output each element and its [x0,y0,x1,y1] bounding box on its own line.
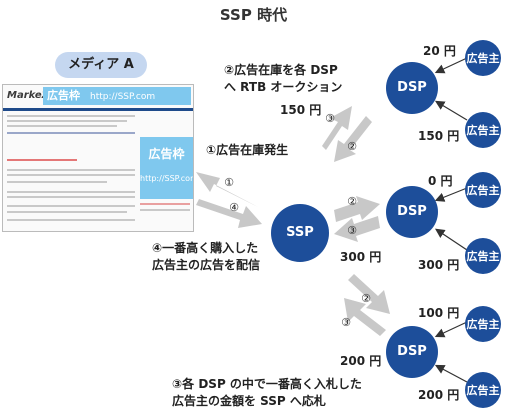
side-ad-text: 広告枠 [148,147,185,161]
step-2-note: ②広告在庫を各 DSP へ RTB オークション [224,63,343,94]
text-line [7,125,117,127]
bid-arrow [434,321,468,338]
advertiser-bid-price: 20 円 [423,44,456,58]
media-label: メディア A [55,52,147,78]
step-1-note: ①広告在庫発生 [206,143,289,157]
dsp-node-1: DSP [386,62,438,114]
text-line [7,115,135,117]
block-arrow [348,274,390,314]
advertiser-bid-price: 150 円 [418,129,460,143]
text-line [140,209,190,211]
media-page-mock: MarkeZine 広告枠 http://SSP.com 広告枠 http://S… [2,84,194,232]
banner-ad-slot: 広告枠 http://SSP.com [43,87,191,105]
ssp-node: SSP [271,204,329,262]
block-arrow [334,216,380,242]
text-line [7,211,127,213]
text-line [7,196,135,198]
block-arrow [196,199,262,228]
step-4-note: ④一番高く購入した 広告主の広告を配信 [152,241,261,272]
advertiser-bid-price: 0 円 [428,174,453,188]
bid-arrow [434,364,468,383]
side-ad-url: http://SSP.com [140,174,194,183]
block-arrow [334,116,372,162]
marker-3: ③ [347,224,357,237]
bid-arrow [434,100,468,121]
dsp-bid-price: 150 円 [280,103,322,117]
text-line [7,169,135,171]
bid-arrow [435,228,468,251]
media-nav-bar [3,108,193,111]
text-line [7,205,135,207]
advertiser-node: 広告主 [465,172,501,208]
block-arrow [196,172,262,209]
marker-1: ① [224,176,234,189]
text-line [7,219,135,221]
block-arrow [344,298,386,336]
bid-arrow [434,187,468,202]
marker-2: ② [361,292,371,305]
marker-2: ② [347,140,357,153]
text-line [7,181,107,183]
bid-arrow [434,57,468,74]
marker-4: ④ [229,201,239,214]
advertiser-node: 広告主 [465,238,501,274]
advertiser-bid-price: 100 円 [418,306,460,320]
banner-ad-text: 広告枠 [47,89,80,102]
text-line [7,191,135,193]
text-line [7,132,135,134]
advertiser-node: 広告主 [465,372,501,408]
dsp-node-3: DSP [386,326,438,378]
text-line [7,174,135,176]
marker-2: ② [347,195,357,208]
text-line [7,120,127,122]
dsp-node-2: DSP [386,186,438,238]
text-line [140,203,190,205]
banner-ad-url: http://SSP.com [90,92,156,102]
media-logo: MarkeZine [7,90,67,101]
advertiser-bid-price: 200 円 [418,388,460,402]
marker-3: ③ [341,316,351,329]
block-arrow [322,106,352,150]
marker-3: ③ [325,112,335,125]
dsp-bid-price: 300 円 [340,250,382,264]
step-3-note: ③各 DSP の中で一番高く入札した 広告主の金額を SSP へ応札 [172,377,362,408]
block-arrow [334,196,380,222]
advertiser-bid-price: 300 円 [418,258,460,272]
advertiser-node: 広告主 [465,112,501,148]
text-line [7,159,77,161]
diagram-title: SSP 時代 [219,6,288,24]
advertiser-node: 広告主 [465,306,501,342]
advertiser-node: 広告主 [465,40,501,76]
dsp-bid-price: 200 円 [340,354,382,368]
side-ad-slot: 広告枠 http://SSP.com [140,137,193,199]
